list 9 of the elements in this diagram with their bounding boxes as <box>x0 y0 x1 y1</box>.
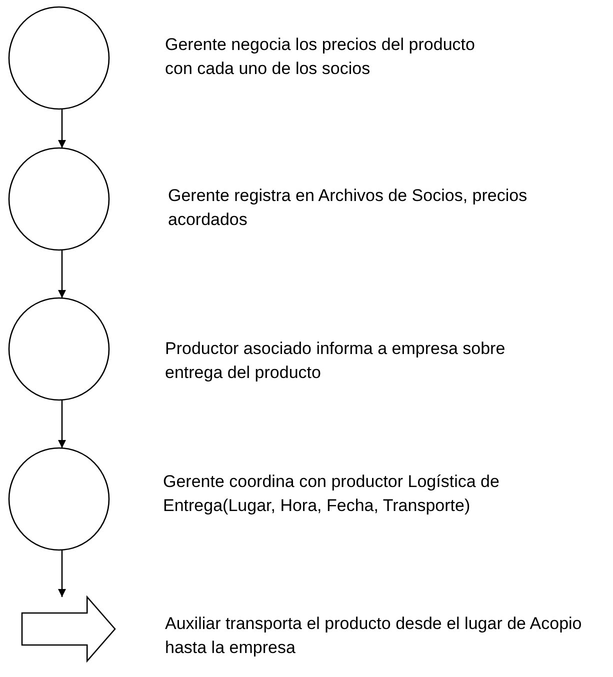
arrow <box>58 250 66 298</box>
arrow <box>58 550 66 597</box>
arrow <box>58 109 66 148</box>
step-description: Auxiliar transporta el producto desde el lugar de Acopio hasta la empresa <box>165 613 583 659</box>
step-description: Productor asociado informa a empresa sobre entrega del producto <box>165 338 506 384</box>
arrow <box>58 400 66 448</box>
step-description: Gerente coordina con productor Logística de Entrega(Lugar, Hora, Fecha, Transporte) <box>163 471 500 517</box>
step-description: Gerente negocia los precios del producto con cada uno de los socios <box>165 34 476 80</box>
step-description: Gerente registra en Archivos de Socios, precios acordados <box>168 185 528 231</box>
